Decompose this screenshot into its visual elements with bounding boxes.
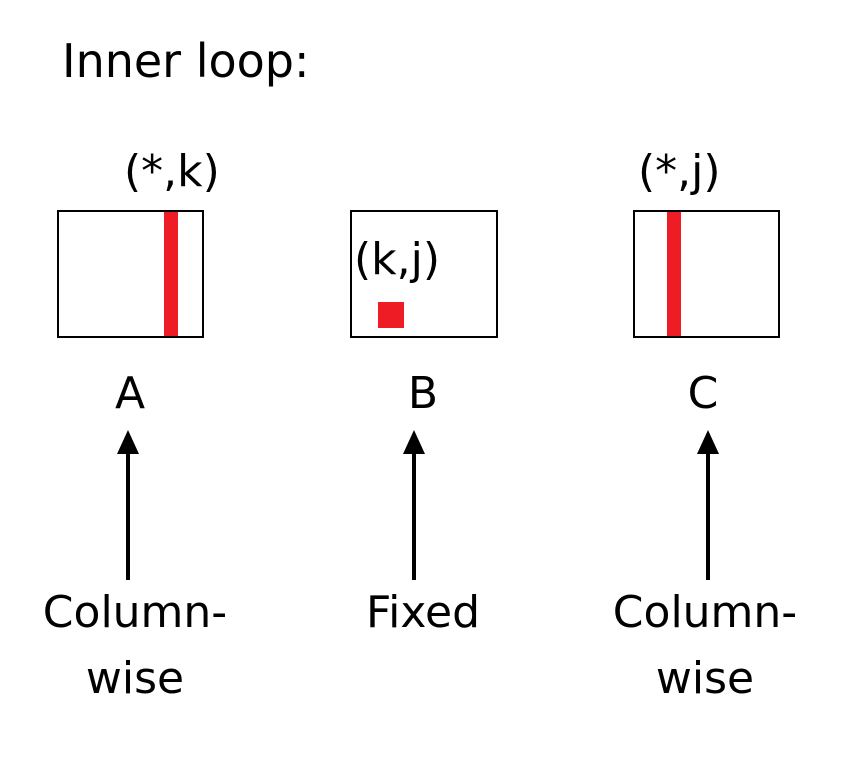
matrix-a-arrow (126, 450, 130, 580)
matrix-a-access-label: Column- wise (0, 580, 270, 712)
matrix-a-access-line1: Column- (42, 587, 228, 638)
matrix-a-access-line2: wise (85, 653, 185, 704)
matrix-a-box (57, 210, 204, 338)
matrix-b-access-line1: Fixed (365, 587, 481, 638)
matrix-a-name: A (114, 368, 146, 419)
matrix-a-index-label: (*,k) (124, 146, 220, 197)
matrix-b-name: B (407, 368, 439, 419)
matrix-c-index-label: (*,j) (638, 146, 721, 197)
matrix-b-element-highlight (378, 302, 404, 328)
matrix-c-access-label: Column- wise (570, 580, 840, 712)
matrix-c-name: C (687, 368, 719, 419)
matrix-c-access-line2: wise (655, 653, 755, 704)
matrix-a-column-highlight (164, 212, 178, 336)
matrix-c-column-highlight (667, 212, 681, 336)
matrix-b-arrow (412, 450, 416, 580)
diagram-title: Inner loop: (62, 34, 310, 88)
matrix-b-access-label: Fixed (288, 580, 558, 646)
matrix-a-arrowhead (117, 430, 139, 454)
matrix-b-arrowhead (403, 430, 425, 454)
matrix-b-box: (k,j) (350, 210, 498, 338)
matrix-c-arrow (706, 450, 710, 580)
matrix-c-box (633, 210, 780, 338)
matrix-c-access-line1: Column- (612, 587, 798, 638)
matrix-b-index-label: (k,j) (354, 234, 441, 285)
matrix-c-arrowhead (697, 430, 719, 454)
